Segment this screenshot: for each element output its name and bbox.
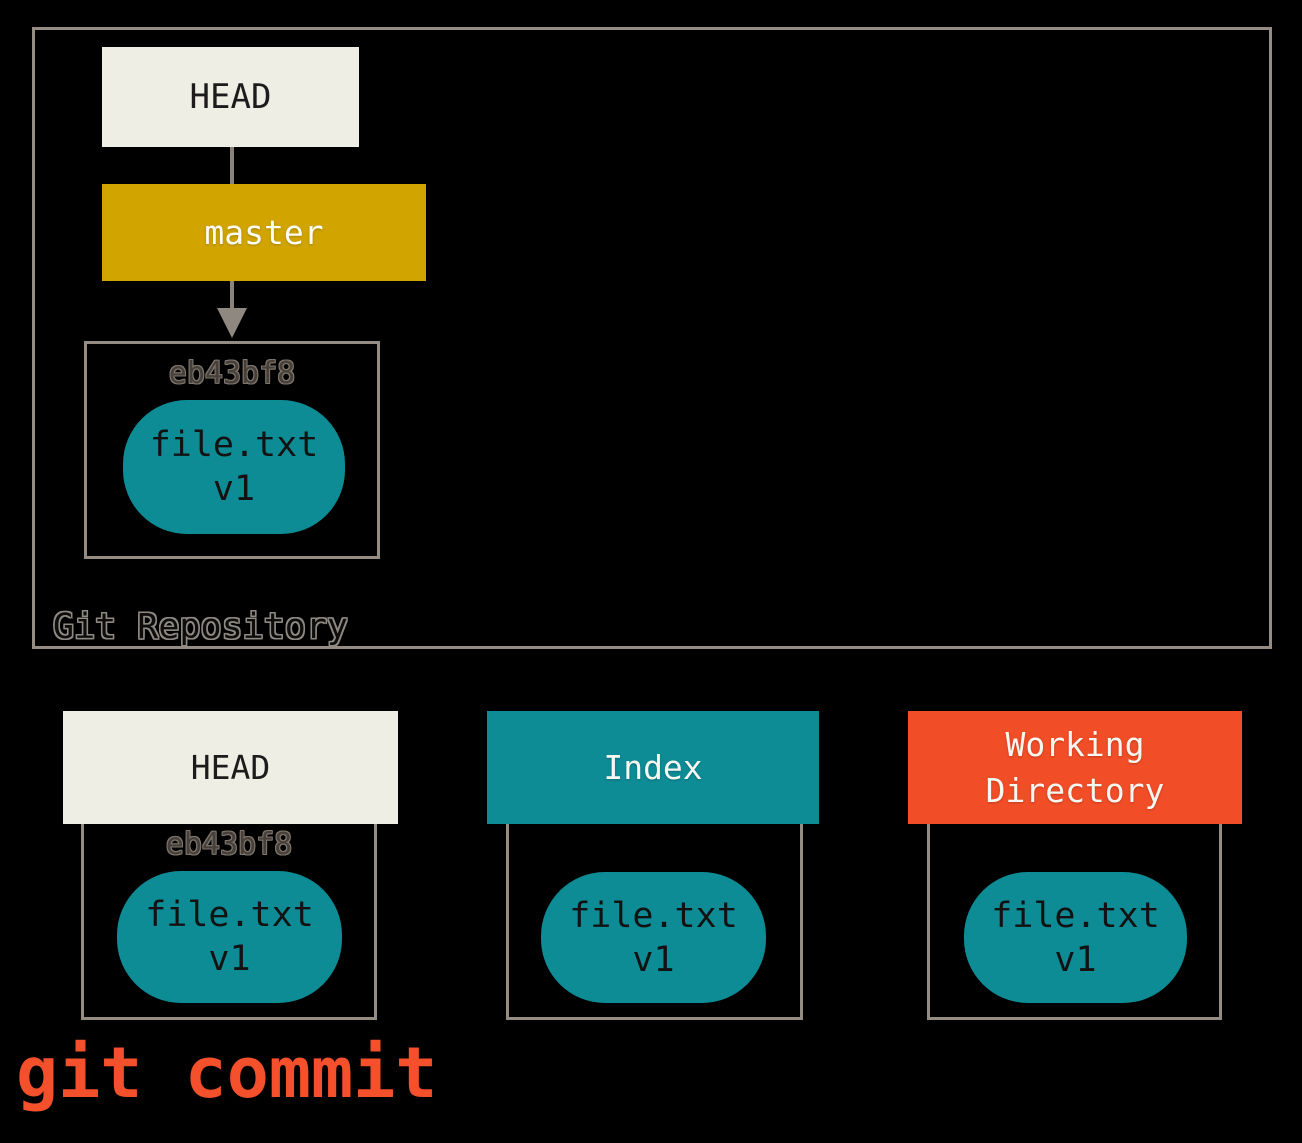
- index-area-header: Index: [487, 711, 819, 824]
- head-area-header: HEAD: [63, 711, 398, 824]
- head-area-hash-label: eb43bf8: [165, 827, 293, 862]
- commit-hash-label: eb43bf8: [168, 356, 296, 391]
- master-branch-box: master: [102, 184, 426, 281]
- head-pointer-box: HEAD: [102, 47, 359, 147]
- file-version-label: v1: [1054, 939, 1097, 980]
- file-version-label: v1: [208, 939, 251, 979]
- commit-file-blob: file.txt v1: [123, 400, 345, 534]
- git-commit-command-label: git commit: [16, 1032, 438, 1114]
- head-area-file-blob: file.txt v1: [117, 871, 342, 1003]
- git-repository-label: Git Repository: [53, 607, 349, 647]
- file-name-label: file.txt: [991, 895, 1160, 936]
- index-area-title: Index: [603, 747, 703, 787]
- commit-box: eb43bf8 file.txt v1: [84, 341, 380, 559]
- file-name-label: file.txt: [149, 425, 319, 465]
- head-area-title: HEAD: [190, 747, 271, 787]
- master-to-commit-line: [230, 281, 234, 310]
- file-name-label: file.txt: [569, 895, 738, 936]
- master-branch-label: master: [204, 213, 324, 252]
- git-repository-box: HEAD master eb43bf8 file.txt v1 Git Repo…: [32, 27, 1272, 649]
- head-to-master-line: [230, 147, 234, 184]
- arrowhead-down-icon: [217, 308, 247, 338]
- working-directory-area-title: Working Directory: [985, 724, 1165, 810]
- index-area-file-blob: file.txt v1: [541, 872, 766, 1003]
- working-directory-area-header: Working Directory: [908, 711, 1242, 824]
- file-name-label: file.txt: [145, 895, 314, 935]
- file-version-label: v1: [632, 939, 675, 980]
- file-version-label: v1: [212, 469, 256, 509]
- working-directory-file-blob: file.txt v1: [964, 872, 1187, 1003]
- head-pointer-label: HEAD: [189, 77, 272, 117]
